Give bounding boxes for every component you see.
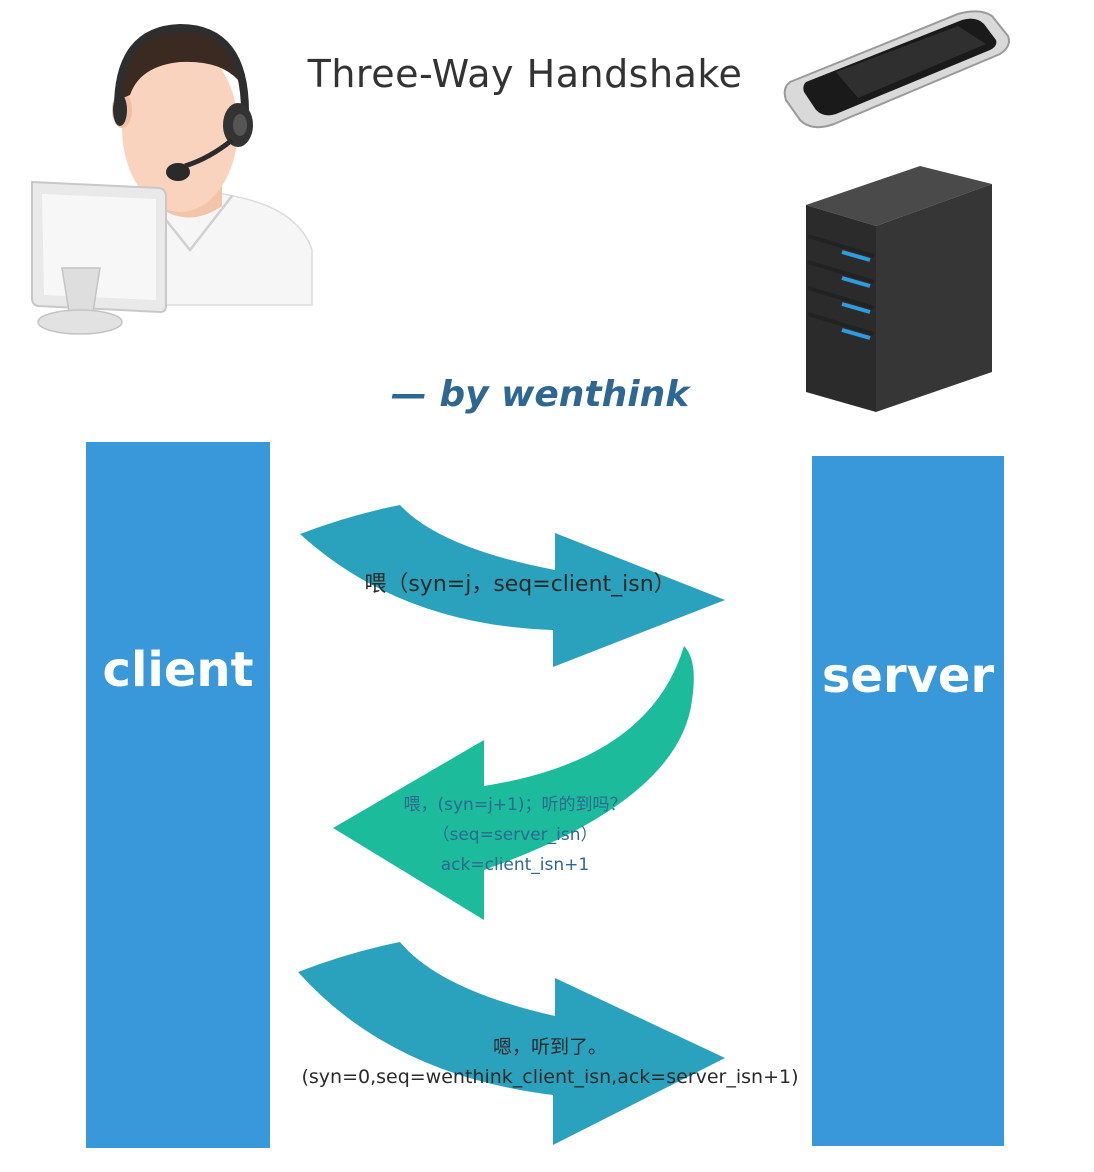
message-syn-ack: 喂，(syn=j+1)；听的到吗？ （seq=server_isn） ack=c… — [380, 790, 650, 880]
smartphone-icon — [783, 10, 1010, 129]
arrow-syn — [300, 505, 725, 667]
message-line: 嗯，听到了。 — [492, 1036, 607, 1058]
server-label: server — [821, 648, 995, 704]
message-line: 喂（syn=j，seq=client_isn） — [364, 572, 676, 597]
arrow-syn-ack — [333, 646, 694, 920]
message-line: （seq=server_isn） — [432, 825, 598, 845]
page-title: Three-Way Handshake — [307, 52, 743, 96]
message-ack: 嗯，听到了。 (syn=0,seq=wenthink_client_isn,ac… — [300, 1032, 800, 1092]
server-column: server — [812, 456, 1004, 1146]
client-label: client — [102, 642, 254, 698]
client-column: client — [86, 442, 270, 1148]
arrow-ack — [298, 942, 725, 1145]
message-line: 喂，(syn=j+1)；听的到吗？ — [403, 795, 627, 815]
byline: — by wenthink — [390, 374, 690, 415]
computer-monitor-icon — [31, 180, 167, 335]
server-tower-icon — [806, 166, 992, 412]
message-line: ack=client_isn+1 — [440, 855, 590, 875]
message-syn: 喂（syn=j，seq=client_isn） — [340, 570, 700, 600]
message-line: (syn=0,seq=wenthink_client_isn,ack=serve… — [301, 1066, 799, 1088]
